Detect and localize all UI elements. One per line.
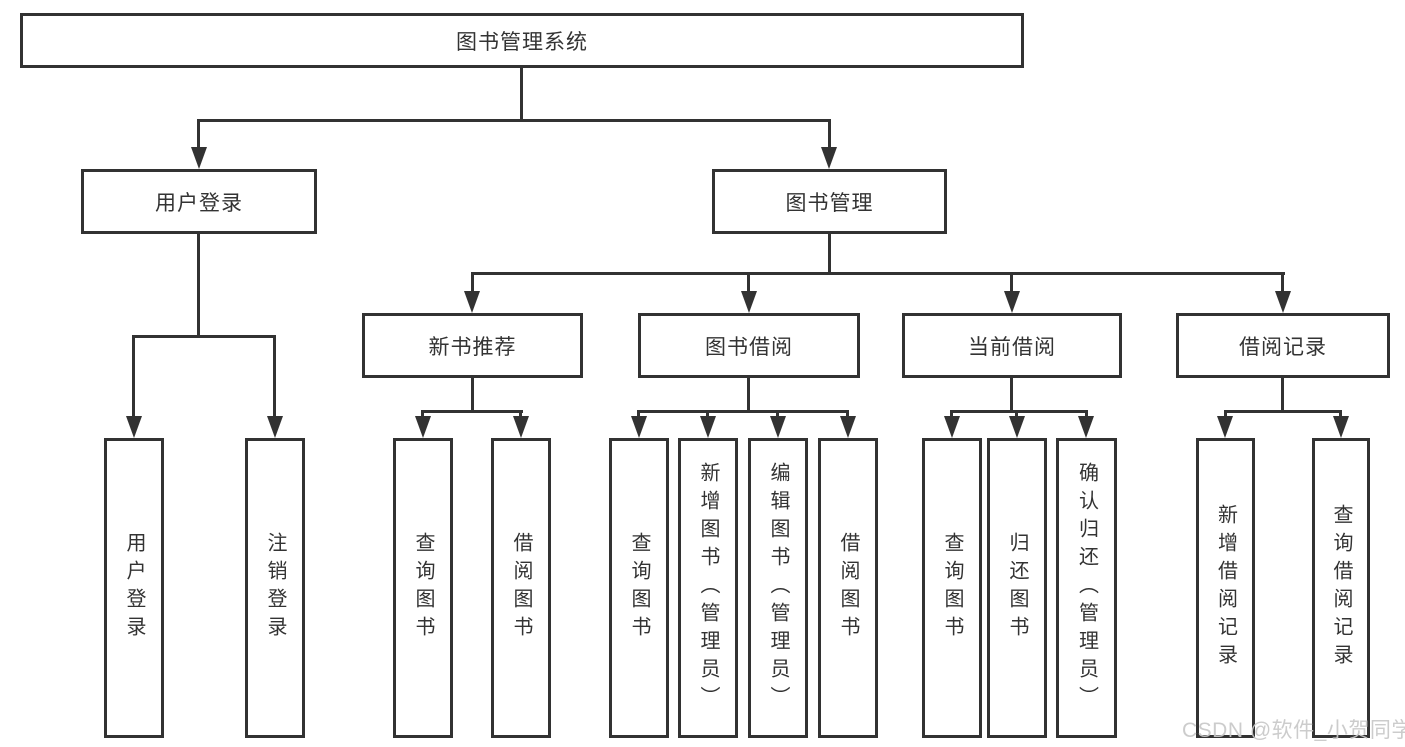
node-book-management: 图书管理 xyxy=(712,169,947,234)
leaf-borrow-book: 借阅图书 xyxy=(818,438,878,738)
connector-leaf-e1-drop xyxy=(1224,410,1227,418)
connector-root-drop xyxy=(520,68,523,122)
arrow-leaf-c4-icon xyxy=(840,416,856,438)
leaf-return-book-label: 归还图书 xyxy=(1006,532,1028,644)
leaf-query-borrow-record: 查询借阅记录 xyxy=(1312,438,1370,738)
leaf-edit-book-admin-label: 编辑图书（管理员） xyxy=(767,462,789,714)
node-borrow-records: 借阅记录 xyxy=(1176,313,1390,378)
arrow-leaf-e2-icon xyxy=(1333,416,1349,438)
arrow-leaf-b1-icon xyxy=(415,416,431,438)
connector-borrow-records-drop xyxy=(1281,272,1284,293)
node-current-borrow: 当前借阅 xyxy=(902,313,1122,378)
leaf-logout-login-label: 注销登录 xyxy=(264,532,286,644)
leaf-recommend-borrow-book: 借阅图书 xyxy=(491,438,551,738)
node-borrow-records-label: 借阅记录 xyxy=(1239,335,1327,359)
leaf-recommend-query-book-label: 查询图书 xyxy=(412,532,434,644)
leaf-current-query-book-label: 查询图书 xyxy=(941,532,963,644)
arrow-leaf-d3-icon xyxy=(1078,416,1094,438)
node-current-borrow-label: 当前借阅 xyxy=(968,335,1056,359)
arrow-new-book-icon xyxy=(464,291,480,313)
leaf-borrow-book-label: 借阅图书 xyxy=(837,532,859,644)
leaf-query-borrow-record-label: 查询借阅记录 xyxy=(1330,504,1352,672)
leaf-edit-book-admin: 编辑图书（管理员） xyxy=(748,438,808,738)
arrow-leaf-d2-icon xyxy=(1009,416,1025,438)
arrow-leaf-login-icon xyxy=(126,416,142,438)
node-library-system-label: 图书管理系统 xyxy=(456,30,588,54)
connector-user-login-down xyxy=(197,234,200,338)
connector-leaf-d2-drop xyxy=(1015,410,1018,418)
leaf-add-book-admin: 新增图书（管理员） xyxy=(678,438,738,738)
leaf-current-query-book: 查询图书 xyxy=(922,438,982,738)
connector-leaf-d3-drop xyxy=(1085,410,1088,418)
leaf-recommend-query-book: 查询图书 xyxy=(393,438,453,738)
leaf-recommend-borrow-book-label: 借阅图书 xyxy=(510,532,532,644)
node-book-borrow: 图书借阅 xyxy=(638,313,860,378)
csdn-watermark: CSDN @软件_小贺同学 xyxy=(1182,719,1405,742)
connector-leaf-b1-drop xyxy=(421,410,424,418)
leaf-confirm-return-admin-label: 确认归还（管理员） xyxy=(1075,462,1098,714)
arrow-book-borrow-icon xyxy=(741,291,757,313)
leaf-borrow-query-book-label: 查询图书 xyxy=(628,532,650,644)
leaf-user-login-label: 用户登录 xyxy=(123,532,145,644)
connector-current-borrow-drop xyxy=(1010,272,1013,293)
connector-leaf-logout-drop xyxy=(273,335,276,418)
leaf-add-borrow-record: 新增借阅记录 xyxy=(1196,438,1255,738)
connector-book-management-drop xyxy=(828,119,831,148)
arrow-leaf-b2-icon xyxy=(513,416,529,438)
connector-book-borrow-leaf-branch xyxy=(637,410,849,413)
node-new-book-recommend-label: 新书推荐 xyxy=(428,335,517,359)
connector-book-borrow-down xyxy=(747,378,750,413)
connector-user-login-drop xyxy=(197,119,200,148)
connector-new-book-drop xyxy=(471,272,474,293)
node-new-book-recommend: 新书推荐 xyxy=(362,313,583,378)
connector-leaf-login-drop xyxy=(132,335,135,418)
arrow-leaf-e1-icon xyxy=(1217,416,1233,438)
node-library-system: 图书管理系统 xyxy=(20,13,1024,68)
connector-user-login-branch xyxy=(132,335,276,338)
connector-new-book-leaf-branch xyxy=(421,410,523,413)
connector-leaf-e2-drop xyxy=(1339,410,1342,418)
leaf-add-borrow-record-label: 新增借阅记录 xyxy=(1214,504,1237,672)
connector-current-borrow-down xyxy=(1010,378,1013,413)
arrow-leaf-logout-icon xyxy=(267,416,283,438)
arrow-leaf-c3-icon xyxy=(770,416,786,438)
connector-new-book-down xyxy=(471,378,474,413)
leaf-add-book-admin-label: 新增图书（管理员） xyxy=(697,462,719,714)
leaf-return-book: 归还图书 xyxy=(987,438,1047,738)
connector-leaf-c2-drop xyxy=(706,410,709,418)
arrow-leaf-c2-icon xyxy=(700,416,716,438)
node-user-login: 用户登录 xyxy=(81,169,317,234)
connector-borrow-records-down xyxy=(1281,378,1284,413)
arrow-user-login-icon xyxy=(191,147,207,169)
node-user-login-label: 用户登录 xyxy=(155,191,243,215)
connector-leaf-c3-drop xyxy=(776,410,779,418)
connector-leaf-b2-drop xyxy=(519,410,522,418)
connector-level3-branch xyxy=(471,272,1285,275)
arrow-leaf-c1-icon xyxy=(631,416,647,438)
arrow-current-borrow-icon xyxy=(1004,291,1020,313)
leaf-confirm-return-admin: 确认归还（管理员） xyxy=(1056,438,1117,738)
arrow-leaf-d1-icon xyxy=(944,416,960,438)
leaf-user-login: 用户登录 xyxy=(104,438,164,738)
arrow-book-management-icon xyxy=(821,147,837,169)
connector-level2-branch xyxy=(197,119,831,122)
connector-leaf-c1-drop xyxy=(637,410,640,418)
node-book-borrow-label: 图书借阅 xyxy=(705,335,793,359)
connector-borrow-records-leaf-branch xyxy=(1224,410,1342,413)
leaf-logout-login: 注销登录 xyxy=(245,438,305,738)
arrow-borrow-records-icon xyxy=(1275,291,1291,313)
connector-current-borrow-leaf-branch xyxy=(950,410,1088,413)
node-book-management-label: 图书管理 xyxy=(785,191,874,215)
connector-leaf-c4-drop xyxy=(846,410,849,418)
connector-book-borrow-drop xyxy=(747,272,750,293)
connector-book-management-down xyxy=(828,234,831,275)
leaf-borrow-query-book: 查询图书 xyxy=(609,438,669,738)
connector-leaf-d1-drop xyxy=(950,410,953,418)
